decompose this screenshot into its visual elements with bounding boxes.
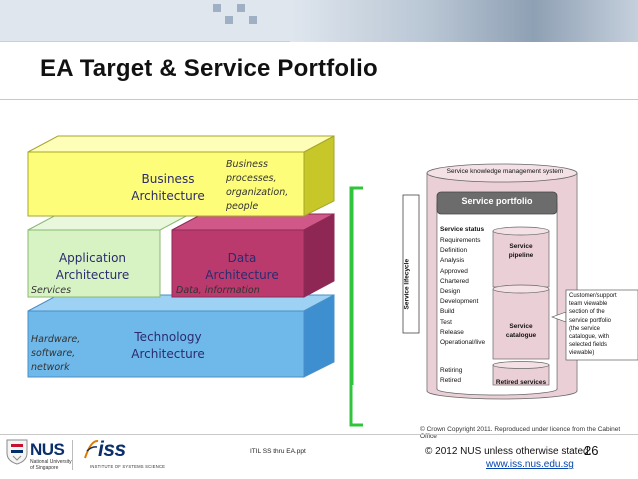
desc-line: network [31,362,70,373]
label-line: Architecture [205,268,279,282]
status-item: Development [440,298,479,306]
page-title: EA Target & Service Portfolio [40,55,378,82]
application-description: Services [31,285,72,296]
technology-layer-front [27,310,305,378]
business-description: Business processes, organization, people [226,158,288,214]
label-line: Service [509,323,533,330]
pipeline-cylinder [492,230,550,288]
header-square [237,4,245,12]
portfolio-header-bar [436,191,558,215]
status-item: Approved [440,267,468,275]
footer-copyright: © 2012 NUS unless otherwise stated. [425,446,592,457]
skms-label: Service knowledge management system [446,168,564,175]
nus-crest-icon [6,439,28,465]
data-description: Data, information [176,285,260,296]
status-item: Requirements [440,237,481,244]
callout-line: catalogue, with [569,334,610,341]
desc-line: people [226,201,259,212]
label-line: pipeline [508,252,534,259]
status-list: Requirements Definition Analysis Approve… [440,236,485,348]
itil-copyright-caption: © Crown Copyright 2011. Reproduced under… [420,426,621,440]
status-item: Build [440,308,455,316]
subtitle-line: of Singapore [30,465,59,471]
iss-subtitle: INSTITUTE OF SYSTEMS SCIENCE [90,464,166,469]
business-layer-front [27,151,305,217]
retired-services-label: Retired services [495,379,547,386]
label-line: Architecture [131,347,205,361]
label-line: Business [141,172,195,186]
label-line: Data [227,251,257,265]
callout-line: section of the [569,309,605,316]
iss-swoosh-icon [82,438,100,460]
desc-line: organization, [226,187,289,198]
file-name: ITIL SS thru EA.ppt [250,448,306,455]
status-item: Operational/live [440,339,486,347]
label-line: Service [509,243,533,250]
footer-divider [0,434,638,435]
status-item: Chartered [440,277,469,285]
desc-line: processes, [226,173,277,184]
lifecycle-bar [402,194,420,334]
callout-line: Customer/support [569,293,617,299]
header-decoration [0,0,638,42]
service-portfolio-diagram [402,163,638,400]
page-number: 26 [584,443,599,458]
iss-logo-text: iss [98,438,126,461]
callout-line: selected fields [569,342,608,349]
iss-website-link[interactable]: www.iss.nus.edu.sg [486,459,574,470]
status-item: Definition [440,247,468,255]
technology-description: Hardware, software, network [31,333,80,375]
label-line: Application [58,251,127,265]
callout-line: viewable) [569,350,595,357]
data-architecture-label: Data Architecture [192,250,292,284]
architecture-diagram [27,135,360,385]
data-layer-front [171,229,305,298]
callout-text: Customer/support team viewable section o… [569,292,637,358]
header-square [225,16,233,24]
business-architecture-label: Business Architecture [118,171,218,205]
label-line: Architecture [55,268,130,282]
bracket-icon [349,186,363,427]
retired-status-list: Retiring Retired [440,366,462,386]
portfolio-label: Service portfolio [461,196,533,206]
header-square [249,16,257,24]
application-architecture-label: Application Architecture [40,250,145,284]
label-line: Technology [134,330,202,344]
status-item: Test [440,318,452,326]
catalogue-cylinder-top [492,284,550,294]
header-photo-strip [290,0,638,42]
callout-box [565,289,638,361]
callout-line: service portfolio [569,317,612,324]
callout-line: team viewable [569,301,608,308]
status-header: Service status [440,226,485,233]
subtitle-line: National University [30,459,72,465]
status-item: Retiring [440,367,463,374]
nus-logo-text: NUS [30,440,65,459]
header-square [213,4,221,12]
status-item: Design [440,288,461,296]
desc-line: Business [226,159,268,170]
desc-line: software, [31,348,76,359]
desc-line: Hardware, [31,334,81,345]
catalogue-label: Service catalogue [493,322,549,340]
title-divider [0,99,638,100]
pipeline-cylinder-top [492,226,550,236]
status-item: Retired [440,377,461,385]
status-item: Analysis [440,257,465,265]
skms-cylinder-top [426,163,578,183]
nus-subtitle: National University of Singapore [30,459,72,471]
application-layer-front [27,229,161,298]
logo-separator [72,440,73,470]
business-layer-top [27,135,335,153]
label-line: Architecture [131,189,205,203]
technology-architecture-label: Technology Architecture [118,329,218,363]
label-line: catalogue [505,332,537,339]
retired-cylinder-top [492,361,550,369]
pipeline-label: Service pipeline [493,242,549,260]
callout-line: (the service [569,325,601,332]
status-item: Release [440,328,464,336]
lifecycle-label: Service lifecycle [403,258,411,310]
